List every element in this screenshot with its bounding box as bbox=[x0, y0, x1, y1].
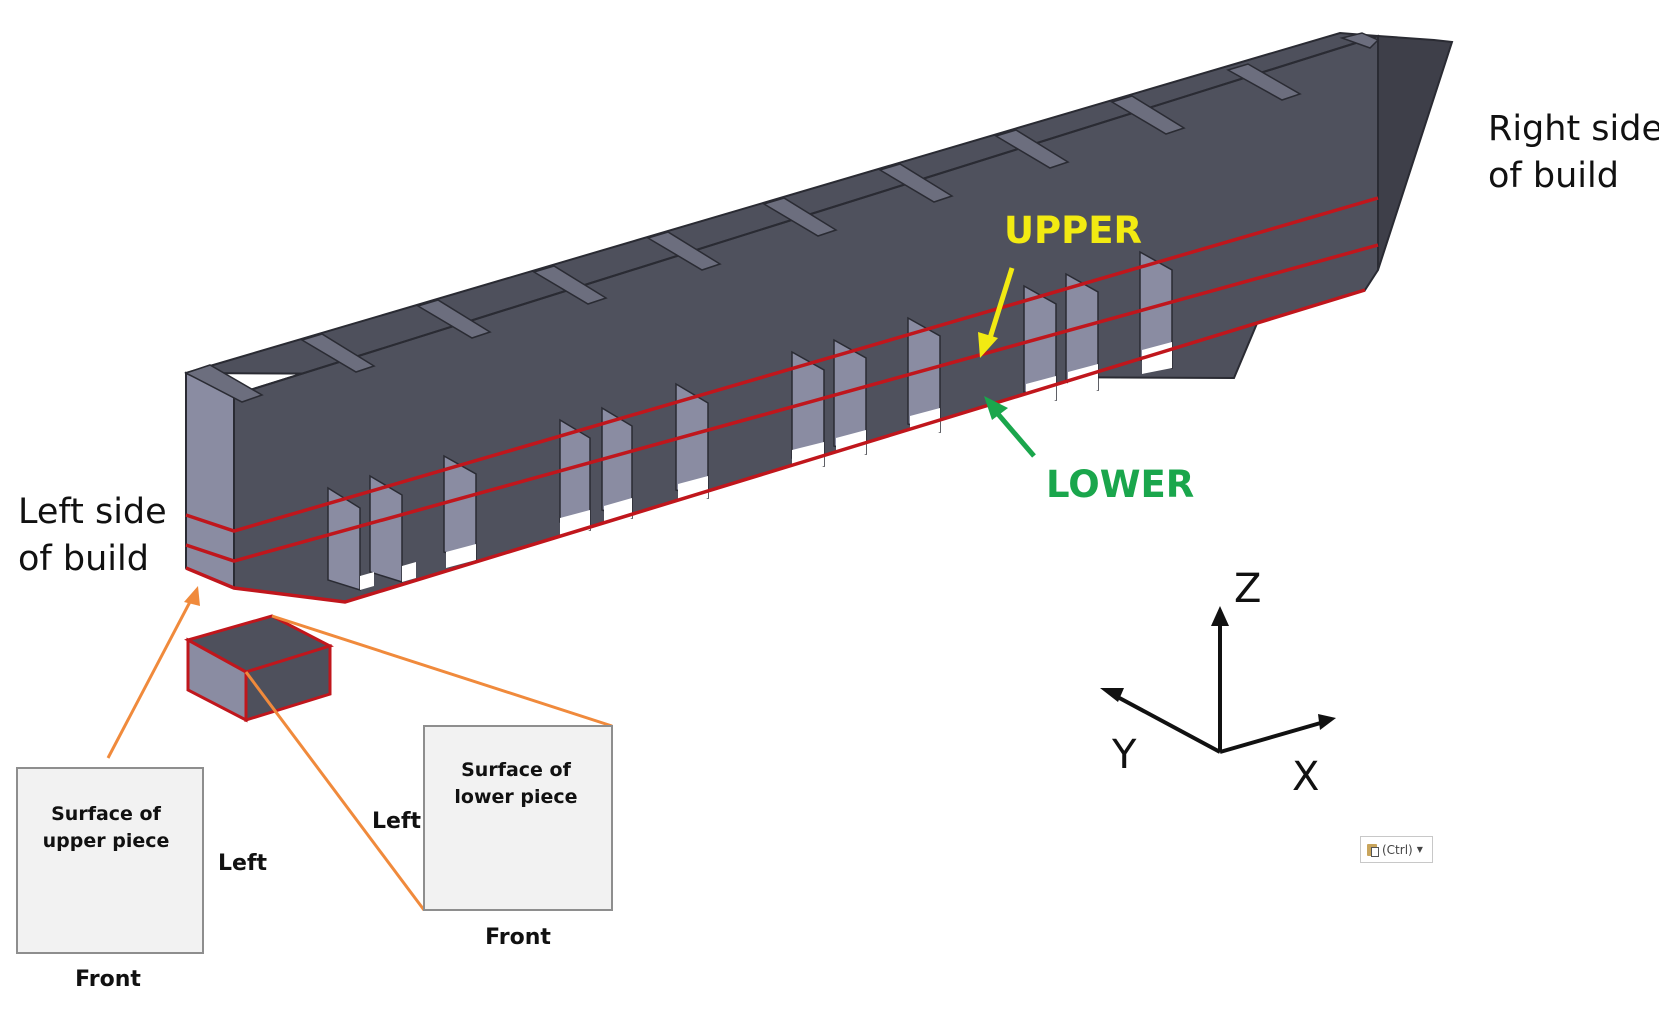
top-ribs bbox=[184, 32, 1380, 403]
paste-options-label: (Ctrl) bbox=[1382, 842, 1413, 857]
left-label-lower-panel: Left bbox=[372, 809, 422, 834]
right-side-label-line1: Right side bbox=[1488, 109, 1659, 149]
sample-cube bbox=[184, 614, 334, 723]
axis-z-label: Z bbox=[1234, 566, 1261, 612]
front-label-upper-panel: Front bbox=[75, 967, 141, 992]
lower-arrow bbox=[984, 396, 1036, 458]
callout-arrowhead bbox=[184, 586, 200, 606]
upper-surface-panel bbox=[16, 767, 204, 954]
upper-surface-label-line2: upper piece bbox=[43, 830, 170, 852]
chevron-down-icon: ▼ bbox=[1416, 845, 1423, 854]
lower-label: LOWER bbox=[1046, 463, 1194, 506]
lower-surface-label-line2: lower piece bbox=[454, 786, 577, 808]
lower-surface-label-line1: Surface of bbox=[461, 759, 571, 781]
left-label-upper-panel: Left bbox=[218, 851, 268, 876]
right-side-label-line2: of build bbox=[1488, 156, 1619, 196]
left-side-label-line1: Left side bbox=[18, 492, 167, 532]
callout-lines bbox=[106, 597, 613, 911]
axes-triad bbox=[1100, 606, 1336, 754]
paste-options-button[interactable]: (Ctrl) ▼ bbox=[1360, 836, 1433, 863]
left-side-label-line2: of build bbox=[18, 539, 149, 579]
lower-surface-panel bbox=[423, 725, 613, 911]
clipboard-icon bbox=[1367, 842, 1380, 857]
axis-x-label: X bbox=[1292, 754, 1319, 800]
front-label-lower-panel: Front bbox=[485, 925, 551, 950]
side-slots bbox=[327, 250, 1173, 592]
axis-y-label: Y bbox=[1111, 732, 1137, 778]
upper-surface-label-line1: Surface of bbox=[51, 803, 161, 825]
upper-arrow bbox=[978, 267, 1015, 358]
upper-label: UPPER bbox=[1004, 209, 1142, 252]
